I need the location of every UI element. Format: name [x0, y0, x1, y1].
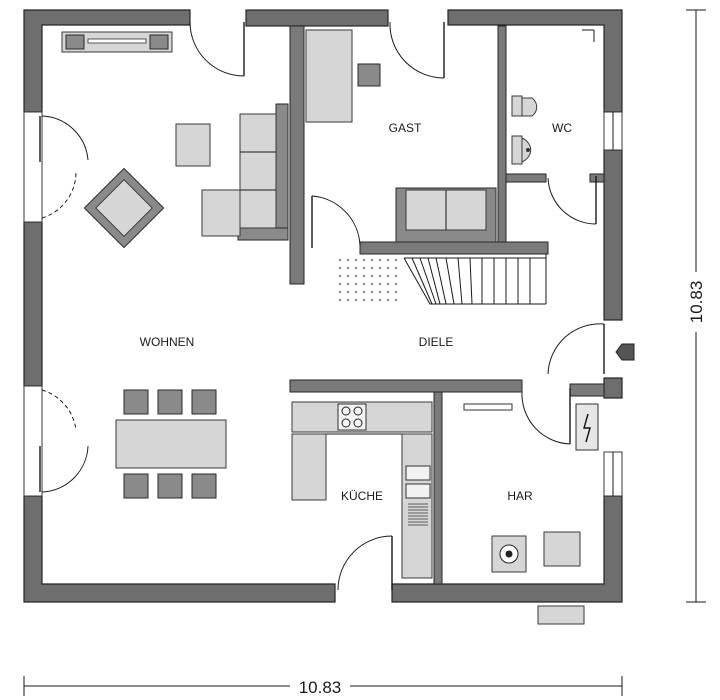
chair — [123, 473, 149, 499]
doors — [39, 21, 605, 591]
kitchen-counter-left — [291, 433, 327, 501]
fuse-box — [575, 403, 599, 451]
desk — [305, 29, 353, 123]
furniture-wc — [511, 95, 538, 165]
room-label-wc: WC — [552, 121, 572, 135]
wall-bottom-left — [23, 495, 336, 603]
wall-gast-wc — [497, 25, 507, 245]
wall-left-middle — [23, 221, 43, 387]
wall-wc-bottom-right — [589, 173, 605, 183]
drainboard — [408, 503, 428, 526]
coffee-table — [175, 123, 211, 167]
outside-step — [537, 605, 585, 625]
room-label-wohnen: WOHNEN — [140, 335, 195, 349]
wall-right-mid — [603, 377, 623, 399]
stove-icon — [337, 403, 367, 431]
wall-wc-bottom — [505, 173, 547, 183]
wall-har-top-right — [569, 383, 605, 397]
dimension-horizontal: 10.83 — [23, 675, 623, 697]
wall-right-upper — [603, 149, 623, 321]
wall-top-middle — [245, 9, 389, 27]
chair — [157, 473, 183, 499]
wall-kueche-har — [433, 391, 443, 585]
stairs — [339, 254, 547, 305]
wall-top-left — [23, 9, 191, 113]
window-left-lower — [23, 385, 43, 497]
dining-table — [115, 419, 227, 469]
room-label-gast: GAST — [389, 121, 422, 135]
inner-walls — [289, 25, 605, 585]
window-left-upper — [23, 111, 43, 223]
furniture-har — [463, 403, 599, 573]
room-label-diele: DIELE — [419, 335, 454, 349]
sofa-l — [239, 113, 277, 229]
dryer — [543, 531, 581, 567]
stool — [357, 63, 381, 87]
chair — [191, 389, 217, 415]
chair — [191, 473, 217, 499]
dimension-width-label: 10.83 — [299, 678, 342, 697]
stair-dotted-area — [339, 259, 397, 301]
kitchen-sink-icon — [405, 465, 431, 481]
dimension-vertical: 10.83 — [685, 9, 707, 603]
wall-stair-top — [359, 241, 549, 255]
dimension-depth-label: 10.83 — [687, 281, 706, 324]
electric-icon — [583, 413, 591, 443]
room-label-har: HAR — [507, 489, 533, 503]
furniture-kueche — [291, 401, 433, 579]
furniture-gast — [305, 29, 497, 243]
furniture-wohnen — [61, 31, 289, 499]
armchair — [83, 167, 165, 249]
shelf — [463, 403, 513, 411]
toilet-icon — [521, 97, 538, 117]
chair — [157, 389, 183, 415]
wall-top-right — [447, 9, 623, 113]
kitchen-counter-right — [401, 433, 433, 579]
entrance-arrow-icon — [615, 343, 635, 361]
wall-wohnen-gast — [289, 25, 305, 285]
windows — [23, 111, 623, 497]
wall-kueche-top — [289, 379, 523, 393]
room-label-kueche: KÜCHE — [341, 489, 383, 503]
chair — [123, 389, 149, 415]
outer-walls — [23, 9, 623, 603]
